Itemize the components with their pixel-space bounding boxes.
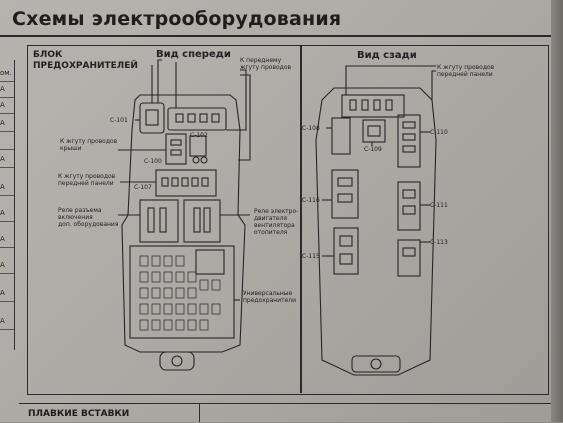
page-edge-shadow bbox=[551, 0, 563, 422]
label-c101: C-101 bbox=[110, 117, 128, 124]
label-roof-harness: К жгуту проводов крыши bbox=[60, 138, 118, 152]
page-title: Схемы электрооборудования bbox=[12, 8, 342, 30]
label-c102: C-102 bbox=[190, 132, 208, 139]
left-table-cell bbox=[0, 134, 14, 150]
left-table-cell: А bbox=[0, 82, 14, 98]
left-table-cell: А bbox=[0, 152, 14, 168]
connector-c108-shape bbox=[331, 117, 351, 155]
frame-divider bbox=[300, 45, 302, 393]
left-table-cell: А bbox=[0, 314, 14, 330]
label-c113: C-113 bbox=[430, 239, 448, 246]
label-relay-accessory: Реле разъема включения доп. оборудования bbox=[58, 207, 119, 228]
left-table-cell: А bbox=[0, 206, 14, 222]
connector-c115-shape bbox=[333, 227, 359, 275]
label-rear-panel-harness: К жгуту проводов передней панели bbox=[437, 64, 495, 78]
connector-c102-shape bbox=[189, 135, 207, 157]
label-universal-fuses: Универсальные предохранители bbox=[243, 290, 297, 304]
left-table-edge: ом. А А А А А А А А А А bbox=[0, 60, 15, 350]
relay-fan-shape bbox=[183, 199, 221, 243]
rear-view-title: Вид сзади bbox=[357, 50, 417, 61]
fuse-grid-shape bbox=[129, 245, 235, 339]
connector-c111-shape bbox=[397, 181, 421, 231]
connector-c116-shape bbox=[331, 169, 359, 219]
relay-accessory-shape bbox=[139, 199, 179, 243]
left-table-cell: А bbox=[0, 258, 14, 274]
left-table-cell: А bbox=[0, 98, 14, 114]
connector-c101-shape bbox=[139, 102, 165, 134]
label-c110: C-110 bbox=[430, 129, 448, 136]
front-top-connector bbox=[167, 107, 227, 131]
left-table-cell: А bbox=[0, 232, 14, 248]
left-table-cell: ом. bbox=[0, 66, 14, 82]
block-title-line1: БЛОК bbox=[33, 50, 63, 60]
label-c100: C-100 bbox=[144, 158, 162, 165]
left-table-cell: А bbox=[0, 286, 14, 302]
connector-c109-shape bbox=[362, 119, 386, 143]
title-rule bbox=[0, 35, 555, 37]
diagram-frame bbox=[27, 45, 549, 395]
label-c108: C-108 bbox=[302, 125, 320, 132]
label-c111: C-111 bbox=[430, 202, 448, 209]
connector-c100-shape bbox=[165, 133, 187, 165]
label-panel-harness: К жгуту проводов передней панели bbox=[58, 173, 116, 187]
connector-c107-shape bbox=[155, 169, 217, 197]
label-c107: C-107 bbox=[134, 184, 152, 191]
left-table-cell: А bbox=[0, 116, 14, 132]
footer-section-title: ПЛАВКИЕ ВСТАВКИ bbox=[28, 409, 130, 419]
label-c115: C-115 bbox=[302, 253, 320, 260]
label-c116: C-116 bbox=[302, 197, 320, 204]
front-view-title: Вид спереди bbox=[156, 49, 231, 60]
rear-top-connector bbox=[341, 94, 405, 118]
left-table-cell: А bbox=[0, 180, 14, 196]
footer-rule bbox=[19, 403, 559, 423]
connector-c113-shape bbox=[397, 239, 421, 277]
connector-c110-shape bbox=[397, 114, 421, 168]
block-title-line2: ПРЕДОХРАНИТЕЛЕЙ bbox=[33, 61, 138, 71]
label-c109: C-109 bbox=[364, 146, 382, 153]
fuse-cells bbox=[139, 255, 221, 331]
label-relay-fan: Реле электро- двигателя вентилятора отоп… bbox=[254, 208, 299, 236]
label-front-harness: К переднему жгуту проводов bbox=[240, 57, 292, 71]
footer-box bbox=[19, 404, 200, 422]
